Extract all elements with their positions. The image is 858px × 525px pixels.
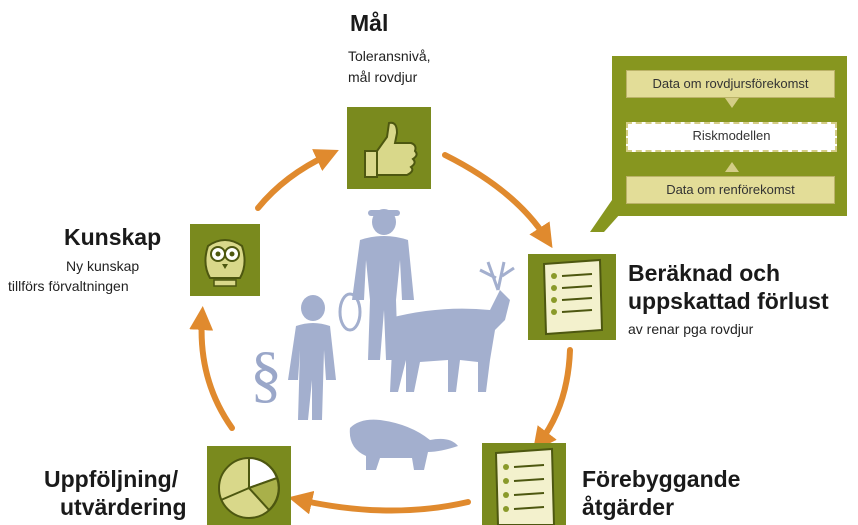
checklist-icon xyxy=(542,258,604,336)
man-silhouette xyxy=(288,295,336,420)
forebyggande-title-line2: åtgärder xyxy=(582,494,675,520)
riskmodel-panel: Data om rovdjursförekomst Riskmodellen D… xyxy=(612,56,847,216)
arrow-forebyggande-to-uppfoljning xyxy=(288,490,471,515)
pie-chart-icon xyxy=(218,456,280,519)
section-symbol: § xyxy=(250,338,282,409)
riskmodel-model: Riskmodellen xyxy=(626,122,837,152)
uppfoljning-title-line1: Uppföljning/ xyxy=(44,466,179,492)
forlust-box xyxy=(528,254,616,340)
forlust-title-line2: uppskattad förlust xyxy=(628,288,829,314)
herder-silhouette xyxy=(352,209,414,360)
wolverine-silhouette xyxy=(349,419,458,470)
mal-box xyxy=(347,107,431,189)
arrow-uppfoljning-to-kunskap xyxy=(189,306,235,431)
mal-sub-line1: Toleransnivå, xyxy=(348,48,431,64)
forlust-title-line1: Beräknad och xyxy=(628,260,781,286)
uppfoljning-title-line2: utvärdering xyxy=(60,494,187,520)
forebyggande-title-line1: Förebyggande xyxy=(582,466,741,492)
forebyggande-box xyxy=(482,443,566,525)
kunskap-title: Kunskap xyxy=(64,224,162,250)
arrow-forlust-to-forebyggande xyxy=(532,347,573,452)
kunskap-sub-line2: tillförs förvaltningen xyxy=(8,278,129,294)
checklist-icon xyxy=(494,447,556,525)
uppfoljning-box xyxy=(207,446,291,525)
riskmodel-top-data: Data om rovdjursförekomst xyxy=(626,70,835,98)
arrow-kunskap-to-mal xyxy=(255,149,339,211)
mal-title: Mål xyxy=(350,10,389,36)
arrow-down-icon xyxy=(725,98,739,108)
riskmodel-bottom-data: Data om renförekomst xyxy=(626,176,835,204)
arrow-up-icon xyxy=(725,162,739,172)
forlust-sub: av renar pga rovdjur xyxy=(628,321,754,337)
reindeer-silhouette xyxy=(390,261,515,392)
thumbs-up-icon xyxy=(364,121,418,178)
kunskap-box xyxy=(190,224,260,296)
owl-icon xyxy=(204,239,246,287)
arrow-mal-to-forlust xyxy=(442,152,553,249)
kunskap-sub-line1: Ny kunskap xyxy=(66,258,140,274)
mal-sub-line2: mål rovdjur xyxy=(348,69,418,85)
